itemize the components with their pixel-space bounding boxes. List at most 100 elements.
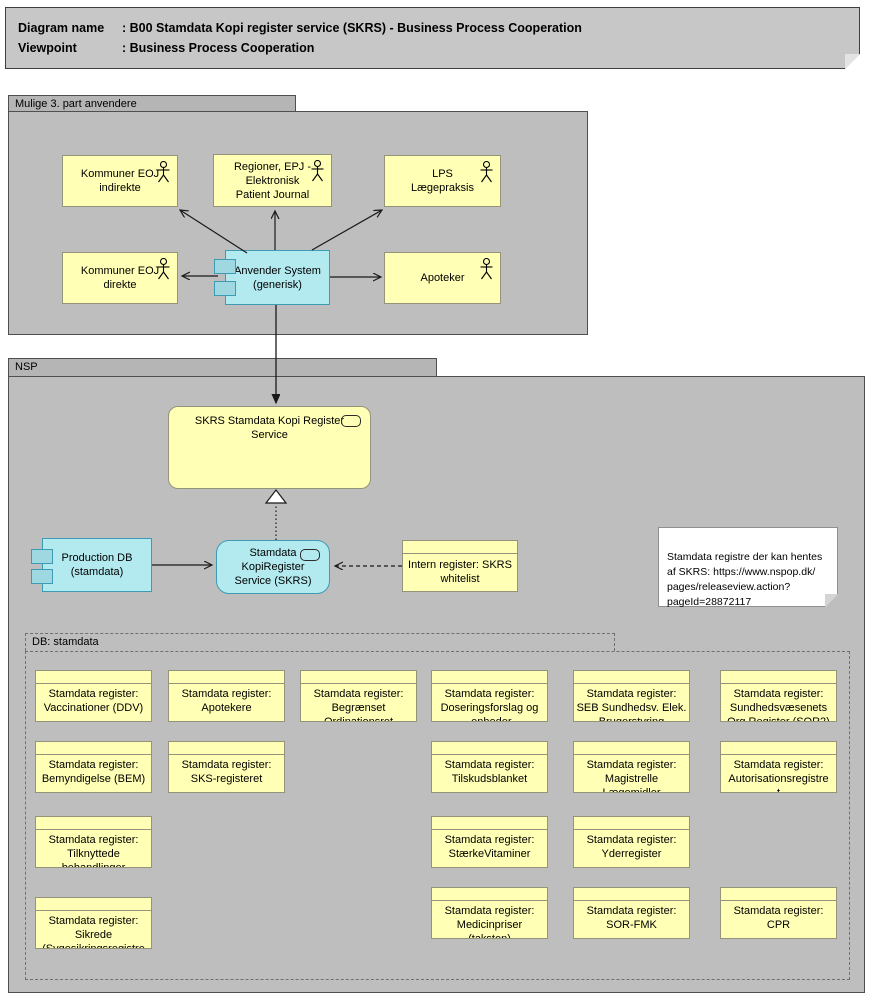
register-label: Stamdata register: Sikrede (Sygesikrings… (42, 915, 145, 949)
actor-box-kommuner-eoj-indirekte[interactable]: Kommuner EOJ indirekte (62, 155, 178, 207)
register-label: Stamdata register: SKS-registeret (181, 759, 272, 785)
register-label: Stamdata register: Tilknyttede behandlin… (48, 834, 139, 868)
diagram-title-note: Diagram name : B00 Stamdata Kopi registe… (5, 7, 860, 69)
group-tab-db-stamdata[interactable]: DB: stamdata (25, 633, 615, 651)
register-label: Stamdata register: Apotekere (181, 688, 272, 714)
component-port-icon (31, 569, 53, 584)
object-top-band (169, 671, 284, 684)
object-top-band (432, 671, 547, 684)
component-port-icon (214, 259, 236, 274)
actor-label: Kommuner EOJ direkte (80, 265, 160, 291)
service-box-stamdata-kopiregister-skrs[interactable]: Stamdata KopiRegister Service (SKRS) (216, 540, 330, 594)
register-box-sor2[interactable]: Stamdata register: Sundhedsvæsenets Org … (720, 670, 837, 722)
service-label: Stamdata KopiRegister Service (SKRS) (234, 547, 312, 587)
object-top-band (721, 671, 836, 684)
actor-label: Regioner, EPJ - Elektronisk Patient Jour… (233, 160, 312, 201)
object-top-band (574, 671, 689, 684)
register-label: Stamdata register: Tilskudsblanket (444, 759, 535, 785)
register-label: Stamdata register: Bemyndigelse (BEM) (41, 759, 146, 785)
register-label: Stamdata register: StærkeVitaminer (444, 834, 535, 860)
register-box-sikrede-sygesikring[interactable]: Stamdata register: Sikrede (Sygesikrings… (35, 897, 152, 949)
register-box-yderregister[interactable]: Stamdata register: Yderregister (573, 816, 690, 868)
register-label: Stamdata register: Yderregister (586, 834, 677, 860)
group-label-db-stamdata: DB: stamdata (32, 636, 99, 648)
register-box-begraenset-ordinationsret[interactable]: Stamdata register: Begrænset Ordinations… (300, 670, 417, 722)
object-top-band (721, 742, 836, 755)
register-label: Stamdata register: Medicinpriser (takste… (444, 905, 535, 939)
register-label: Stamdata register: Vaccinationer (DDV) (43, 688, 144, 714)
service-icon (341, 415, 361, 427)
register-label: Stamdata register: SEB Sundhedsv. Elek. … (576, 688, 687, 722)
register-label: Stamdata register: SOR-FMK (586, 905, 677, 931)
title-note-fold (845, 54, 860, 69)
register-box-cpr[interactable]: Stamdata register: CPR (720, 887, 837, 939)
actor-box-regioner-epj[interactable]: Regioner, EPJ - Elektronisk Patient Jour… (213, 154, 332, 207)
note-text: Stamdata registre der kan hentes af SKRS… (667, 551, 823, 608)
object-top-band (432, 817, 547, 830)
title-value: : B00 Stamdata Kopi register service (SK… (122, 21, 582, 35)
register-box-magistrelle-laegemidler[interactable]: Stamdata register: Magistrelle Lægemidle… (573, 741, 690, 793)
object-top-band (36, 671, 151, 684)
object-top-band (432, 742, 547, 755)
object-top-band (574, 817, 689, 830)
component-box-production-db[interactable]: Production DB (stamdata) (42, 538, 152, 592)
title-row-viewpoint: Viewpoint : Business Process Cooperation (18, 38, 847, 58)
actor-label: Apoteker (420, 272, 465, 284)
group-tab-nsp[interactable]: NSP (8, 358, 437, 376)
object-top-band (36, 817, 151, 830)
object-top-band (36, 742, 151, 755)
object-top-band (574, 888, 689, 901)
register-label: Stamdata register: Magistrelle Lægemidle… (586, 759, 677, 793)
component-label: Production DB (stamdata) (61, 552, 133, 578)
viewpoint-value: : Business Process Cooperation (122, 41, 315, 55)
actor-icon (480, 161, 493, 183)
service-label: SKRS Stamdata Kopi Register Service (194, 415, 345, 441)
register-box-staerkevitaminer[interactable]: Stamdata register: StærkeVitaminer (431, 816, 548, 868)
actor-icon (157, 161, 170, 183)
service-icon (300, 549, 320, 561)
component-port-icon (31, 549, 53, 564)
actor-box-kommuner-eoj-direkte[interactable]: Kommuner EOJ direkte (62, 252, 178, 304)
register-box-sor-fmk[interactable]: Stamdata register: SOR-FMK (573, 887, 690, 939)
register-label: Stamdata register: Autorisationsregistre… (728, 759, 829, 793)
object-top-band (574, 742, 689, 755)
register-box-medicinpriser-taksten[interactable]: Stamdata register: Medicinpriser (takste… (431, 887, 548, 939)
object-top-band (36, 898, 151, 911)
title-row-diagram-name: Diagram name : B00 Stamdata Kopi registe… (18, 18, 847, 38)
register-box-bemyndigelse-bem[interactable]: Stamdata register: Bemyndigelse (BEM) (35, 741, 152, 793)
object-top-band (432, 888, 547, 901)
actor-icon (157, 258, 170, 280)
actor-icon (480, 258, 493, 280)
register-box-tilknyttede-behandlinger[interactable]: Stamdata register: Tilknyttede behandlin… (35, 816, 152, 868)
note-box-skrs-registre-url[interactable]: Stamdata registre der kan hentes af SKRS… (658, 527, 838, 607)
group-body-db-stamdata[interactable] (25, 651, 850, 980)
object-box-intern-register-whitelist[interactable]: Intern register: SKRS whitelist (402, 540, 518, 592)
object-top-band (721, 888, 836, 901)
group-label-nsp: NSP (15, 361, 38, 373)
register-box-autorisationsregistret[interactable]: Stamdata register: Autorisationsregistre… (720, 741, 837, 793)
component-port-icon (214, 281, 236, 296)
register-box-seb-brugerstyring[interactable]: Stamdata register: SEB Sundhedsv. Elek. … (573, 670, 690, 722)
register-label: Stamdata register: Sundhedsvæsenets Org … (727, 688, 830, 722)
register-label: Stamdata register: CPR (733, 905, 824, 931)
service-box-skrs-stamdata-kopi-register[interactable]: SKRS Stamdata Kopi Register Service (168, 406, 371, 489)
register-label: Stamdata register: Doseringsforslag og -… (440, 688, 539, 722)
actor-label: Kommuner EOJ indirekte (80, 168, 160, 194)
component-box-anvender-system[interactable]: Anvender System (generisk) (225, 250, 330, 305)
group-label-third-party: Mulige 3. part anvendere (15, 98, 137, 110)
object-top-band (301, 671, 416, 684)
object-top-band (403, 541, 517, 554)
object-top-band (169, 742, 284, 755)
register-box-vaccinationer-ddv[interactable]: Stamdata register: Vaccinationer (DDV) (35, 670, 152, 722)
component-label: Anvender System (generisk) (234, 264, 321, 291)
register-box-sks-registeret[interactable]: Stamdata register: SKS-registeret (168, 741, 285, 793)
register-box-apotekere[interactable]: Stamdata register: Apotekere (168, 670, 285, 722)
register-box-tilskudsblanket[interactable]: Stamdata register: Tilskudsblanket (431, 741, 548, 793)
register-label: Stamdata register: Begrænset Ordinations… (313, 688, 404, 722)
actor-box-apoteker[interactable]: Apoteker (384, 252, 501, 304)
viewpoint-label: Viewpoint (18, 41, 77, 55)
register-box-doseringsforslag[interactable]: Stamdata register: Doseringsforslag og -… (431, 670, 548, 722)
actor-box-lps-laegepraksis[interactable]: LPS Lægepraksis (384, 155, 501, 207)
group-tab-third-party[interactable]: Mulige 3. part anvendere (8, 95, 296, 111)
